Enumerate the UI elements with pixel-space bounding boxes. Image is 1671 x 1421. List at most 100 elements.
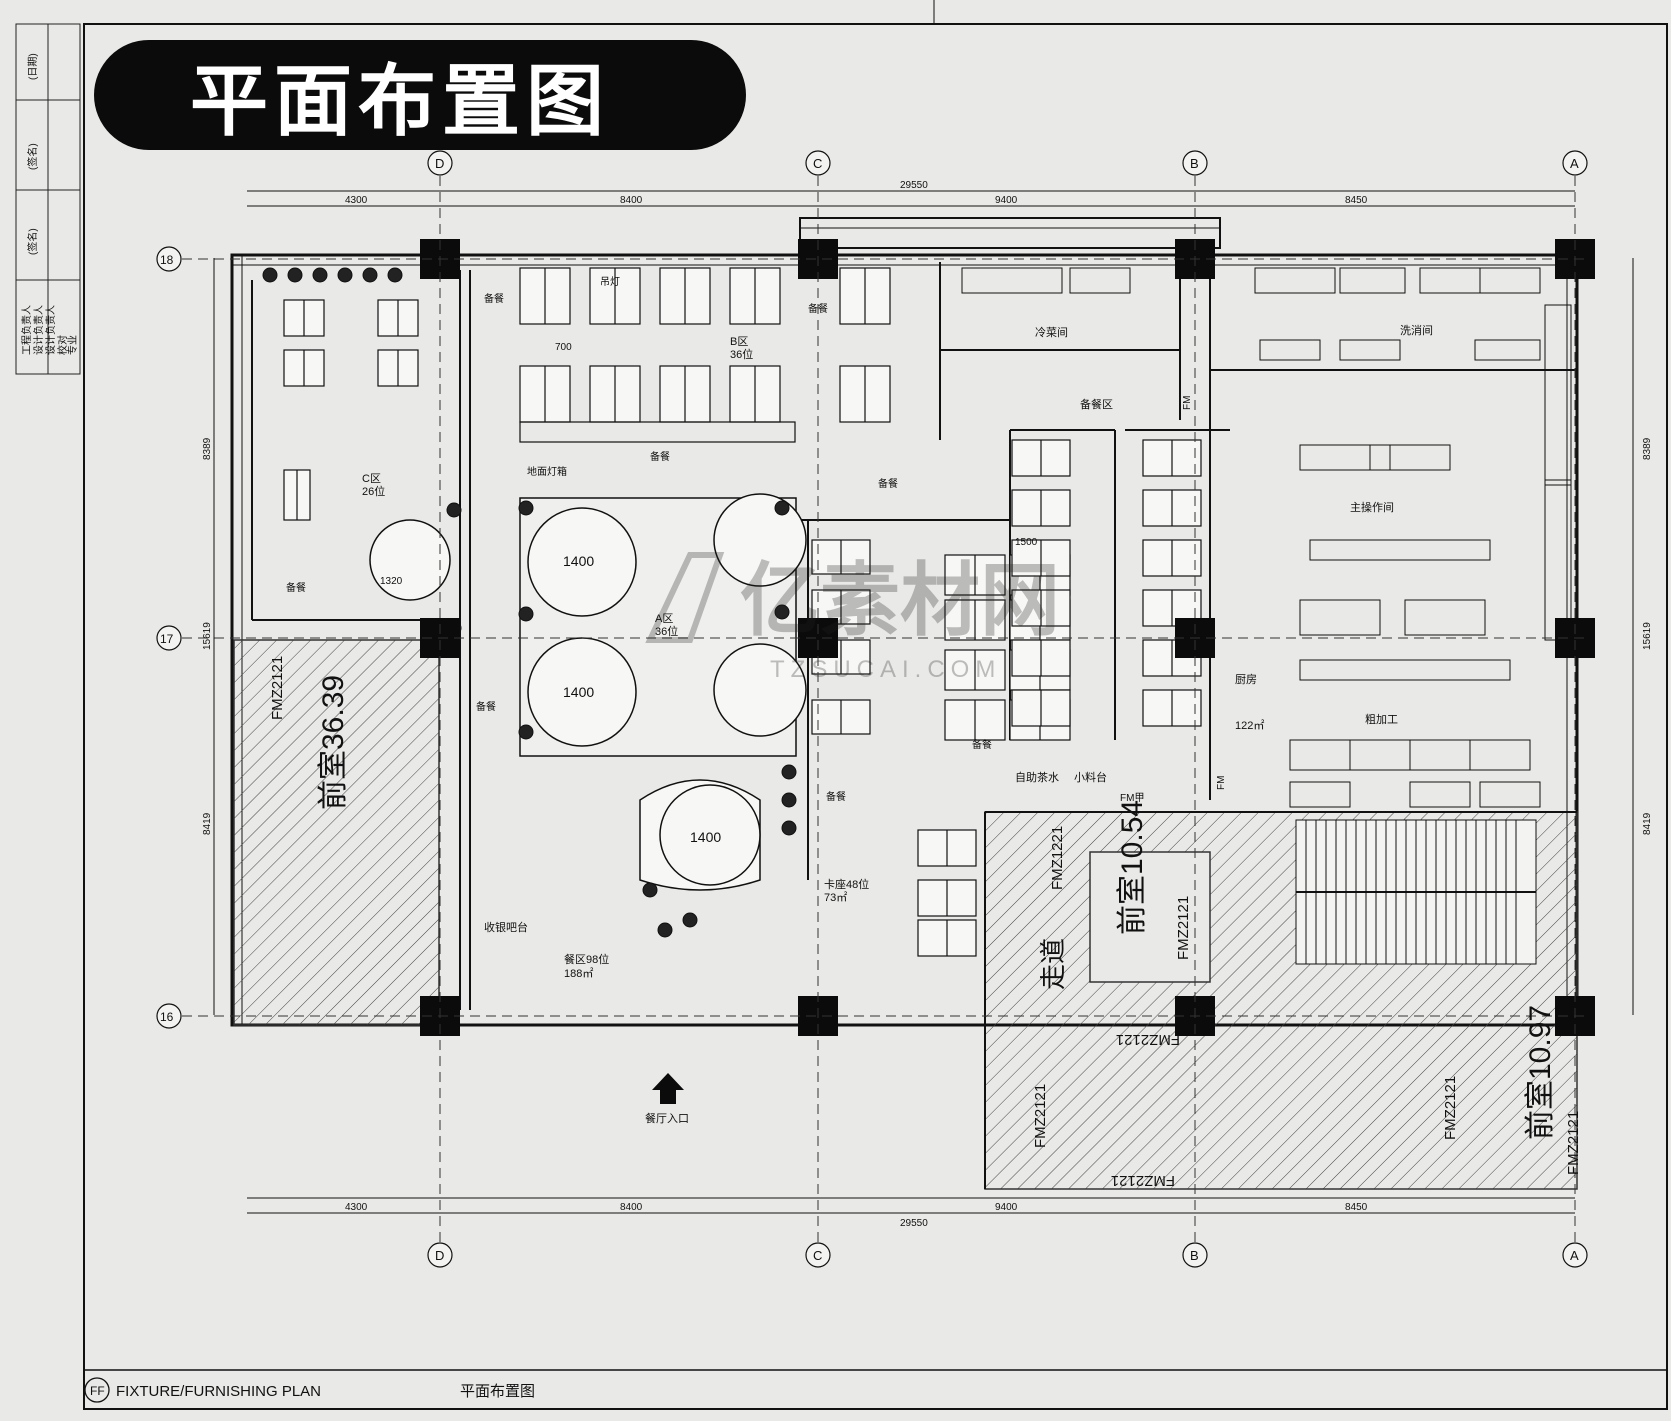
grid-bubble-a: [1562, 1242, 1588, 1268]
grid-label-col: C: [813, 1248, 822, 1263]
footer-code: FF: [90, 1384, 105, 1398]
dim-bottom-1: 4300: [345, 1202, 368, 1213]
kitchen-equip-6: [1259, 339, 1321, 361]
round-table-0: [527, 507, 637, 617]
plant-8: [774, 500, 790, 516]
room-kitchen: 厨房: [1235, 673, 1257, 686]
round-tables: [369, 493, 807, 891]
room-wash: 洗消间: [1400, 323, 1433, 337]
title-block-role-4: 校对: [56, 335, 69, 355]
kitchen-equip-7: [1339, 339, 1401, 361]
grid-bubble-row: [156, 246, 182, 272]
kitchen-equip-0: [961, 267, 1063, 294]
grid-label-col: A: [1570, 156, 1579, 171]
room-number-left: 前室36.39: [317, 675, 350, 810]
kitchen-equip-5: [1479, 267, 1541, 294]
kitchen-equip-8: [1474, 339, 1541, 361]
room-cashier: 收银吧台: [484, 920, 528, 934]
prep-label-5: 备餐: [286, 581, 306, 594]
plant-0: [262, 267, 278, 283]
dim-bottom-4: 8450: [1345, 1202, 1368, 1213]
kitchen-equip-1: [1069, 267, 1131, 294]
title-block-role-1: 工程负责人: [20, 305, 33, 355]
round-table-2: [713, 493, 807, 587]
zone-a-name: A区: [655, 613, 673, 625]
title-block-role-5: 专业: [66, 335, 79, 355]
title-block-sign-2: (签名): [26, 228, 39, 255]
dim-top-1: 4300: [345, 195, 368, 206]
round-table-3: [713, 643, 807, 737]
round-table-c: [369, 519, 451, 601]
table-label-1: 1400: [563, 553, 594, 569]
plant-5: [387, 267, 403, 283]
grid-bubble-b: [1182, 1242, 1208, 1268]
grid-label-row: 18: [160, 253, 174, 267]
watermark: 亿素材网 TZSUCAI.COM: [645, 552, 1060, 683]
grid-label-col: D: [435, 1248, 444, 1263]
room-kitchen-area: 122㎡: [1235, 719, 1264, 732]
prep-label-8: 备餐: [826, 790, 846, 803]
entrance-arrow: [652, 1073, 684, 1104]
kitchen-equip-17: [1409, 739, 1471, 771]
plant-15: [781, 820, 797, 836]
door-code-7: FMZ2121: [1116, 1031, 1180, 1048]
dim-1500-label: 1500: [1015, 537, 1038, 548]
kitchen-equip-9: [1299, 444, 1391, 471]
dim-side-6: 8419: [1642, 812, 1653, 835]
dimension-lines: [213, 190, 1634, 1214]
title-banner: 平面布置图: [94, 40, 746, 150]
zone-total-area: 188㎡: [564, 967, 593, 980]
plant-16: [642, 882, 658, 898]
front-room-left-hatch: [233, 639, 440, 1026]
plant-1: [287, 267, 303, 283]
plant-6: [446, 502, 462, 518]
plant-13: [781, 764, 797, 780]
room-corridor: 走道: [1038, 938, 1068, 990]
kitchen-equip-12: [1299, 599, 1381, 636]
dim-bottom-total: 29550: [900, 1218, 928, 1229]
room-number-mid: 前室10.54: [1116, 800, 1149, 935]
plant-11: [774, 604, 790, 620]
grid-bubble-d: [427, 150, 453, 176]
room-prep-area: 备餐区: [1080, 397, 1113, 411]
footer-code-circle: [84, 1377, 110, 1403]
room-rough: 粗加工: [1365, 713, 1398, 726]
kitchen-equip-16: [1349, 739, 1411, 771]
grid-label-col: B: [1190, 156, 1199, 171]
dim-bottom-3: 9400: [995, 1202, 1018, 1213]
room-entrance: 餐厅入口: [645, 1111, 689, 1125]
dim-top-4: 8450: [1345, 195, 1368, 206]
prep-label-2: 备餐: [808, 302, 828, 315]
dim-1320-label: 1320: [380, 576, 403, 587]
kitchen-equip-19: [1289, 781, 1351, 808]
title-block-role-2: 设计负责人: [32, 305, 45, 355]
kitchen-equipment: [961, 267, 1572, 808]
room-sauce: 小料台: [1074, 770, 1107, 784]
plant-4: [362, 267, 378, 283]
room-number-right: 前室10.97: [1524, 1005, 1557, 1140]
dim-side-4: 8389: [1642, 437, 1653, 460]
grid-label-row: 16: [160, 1010, 174, 1024]
plant-14: [781, 792, 797, 808]
prep-label-7: 备餐: [972, 738, 992, 751]
zone-booth-area: 73㎡: [824, 891, 847, 904]
plant-2: [312, 267, 328, 283]
grid-bubble-row: [156, 625, 182, 651]
kitchen-equip-22: [1544, 304, 1572, 486]
zone-c-seats: 26位: [362, 484, 385, 498]
grid-bubble-c: [805, 1242, 831, 1268]
zone-b-name: B区: [730, 336, 748, 348]
banner-title: 平面布置图: [190, 57, 611, 147]
kitchen-equip-13: [1404, 599, 1486, 636]
fm-label-2: FM: [1216, 776, 1227, 790]
zone-b-seats: 36位: [730, 347, 753, 361]
zone-c-name: C区: [362, 473, 381, 485]
kitchen-equip-10: [1369, 444, 1451, 471]
staircase: [1295, 819, 1537, 965]
prep-label-6: 备餐: [476, 700, 496, 713]
kitchen-equip-20: [1409, 781, 1471, 808]
plant-3: [337, 267, 353, 283]
